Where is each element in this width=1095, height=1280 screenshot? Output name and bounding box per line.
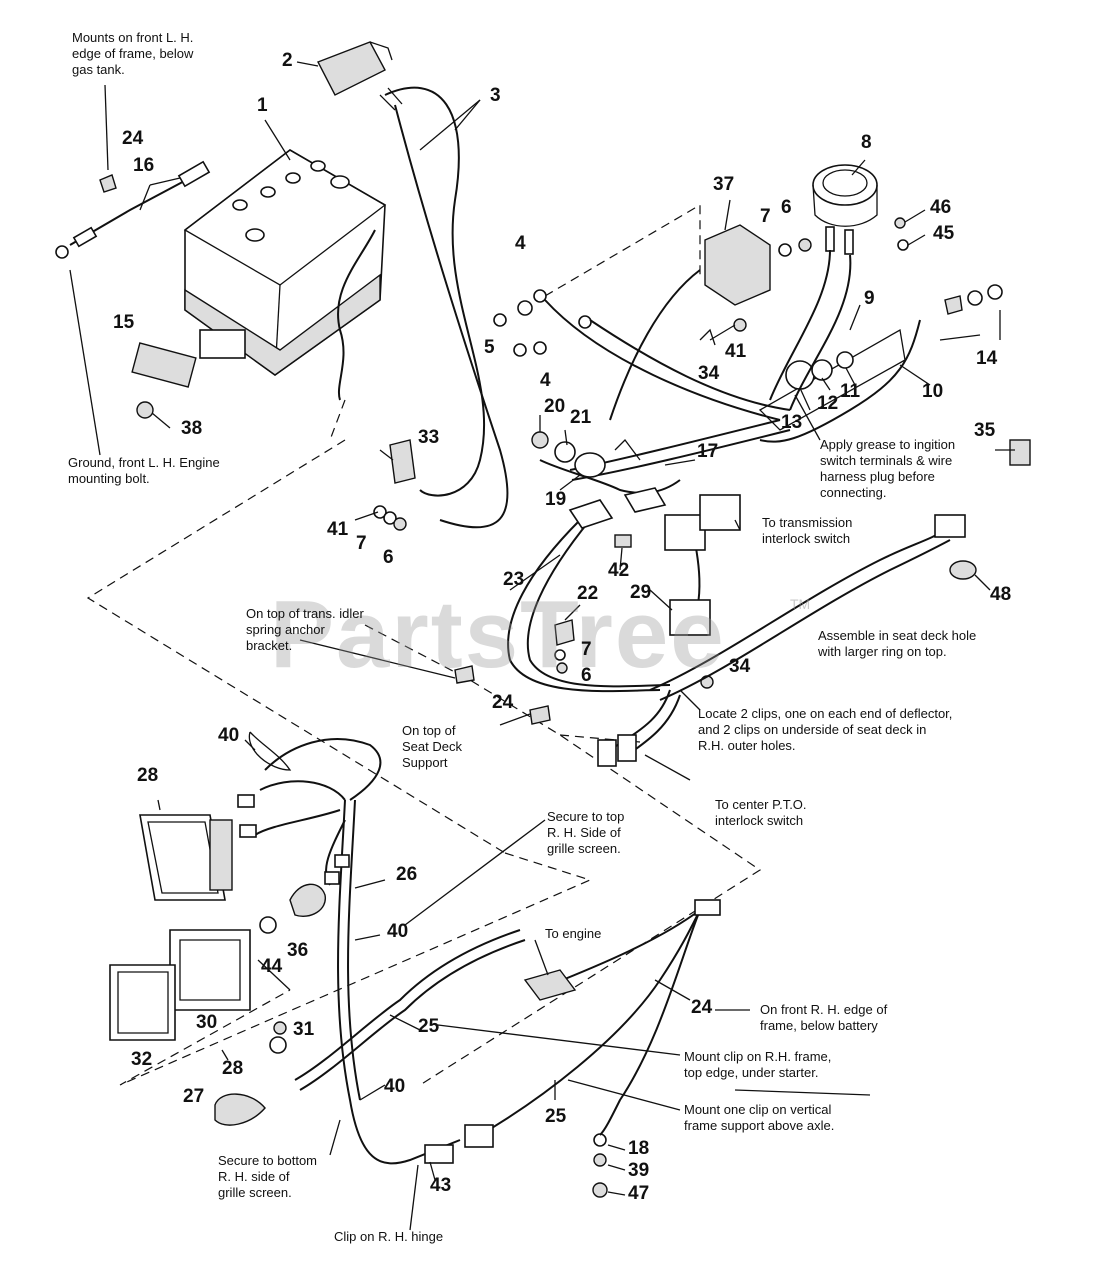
callout-40: 40 [218,725,240,746]
note-seat-deck-hole: Assemble in seat deck hole with larger r… [818,628,977,659]
battery-cable-cover [317,41,393,96]
callout-9: 9 [864,288,875,309]
callout-3: 3 [490,85,501,106]
callout-28: 28 [137,765,159,786]
callout-38: 38 [181,418,203,439]
callout-29: 29 [630,582,652,603]
callout-2: 2 [282,50,293,71]
callout-35: 35 [974,420,996,441]
callout-46: 46 [930,197,952,218]
ground-cable [55,160,211,456]
callout-32: 32 [131,1049,153,1070]
watermark: PartsTree [270,581,726,688]
callout-33: 33 [418,427,440,448]
callout-48: 48 [990,584,1012,605]
callout-12: 12 [817,393,839,414]
callout-1: 1 [257,95,268,116]
callout-17: 17 [697,441,719,462]
callout-24: 24 [691,997,713,1018]
small-hardware [99,174,1031,1198]
callout-43: 43 [430,1175,452,1196]
callout-39: 39 [628,1160,650,1181]
main-wire-harness [507,419,966,767]
callout-30: 30 [196,1012,218,1033]
callout-36: 36 [287,940,309,961]
callout-14: 14 [976,348,998,369]
note-grille-bottom: Secure to bottom R. H. side of grille sc… [218,1153,317,1200]
callout-26: 26 [396,864,418,885]
callout-47: 47 [628,1183,650,1204]
callout-4: 4 [515,233,526,254]
callout-40: 40 [387,921,409,942]
note-seat-deck-support: On top of Seat Deck Support [402,723,462,770]
ignition-switch-panel [544,249,921,443]
callout-6: 6 [581,665,592,686]
callout-18: 18 [628,1138,650,1159]
callout-6: 6 [383,547,394,568]
callout-25: 25 [418,1016,440,1037]
callout-44: 44 [261,956,283,977]
callout-13: 13 [781,412,803,433]
callout-41: 41 [725,341,747,362]
callout-34: 34 [729,656,751,677]
callout-21: 21 [570,407,592,428]
callout-15: 15 [113,312,135,333]
callout-25: 25 [545,1106,567,1127]
note-grease: Apply grease to ingition switch terminal… [820,437,956,500]
callout-24: 24 [492,692,514,713]
callout-22: 22 [577,583,599,604]
note-ground-bolt: Ground, front L. H. Engine mounting bolt… [68,455,220,486]
note-axle-clip: Mount one clip on vertical frame support… [684,1102,835,1133]
note-to-engine: To engine [545,926,602,941]
interlock-switch-37 [704,224,771,306]
note-frame-front: On front R. H. edge of frame, below batt… [760,1002,888,1033]
callout-42: 42 [608,560,630,581]
callout-11: 11 [840,381,861,402]
note-starter-clip: Mount clip on R.H. frame, top edge, unde… [684,1049,832,1080]
callout-7: 7 [581,639,592,660]
callout-4: 4 [540,370,551,391]
watermark-tm: TM [790,596,811,612]
callout-6: 6 [781,197,792,218]
callout-41: 41 [327,519,349,540]
callout-5: 5 [484,337,495,358]
battery-cables [337,86,509,529]
note-trans-switch: To transmission interlock switch [762,515,853,546]
note-hinge-clip: Clip on R. H. hinge [334,1229,444,1244]
battery [183,149,387,376]
callout-23: 23 [503,569,525,590]
callout-28: 28 [222,1058,244,1079]
note-grille-top: Secure to top R. H. Side of grille scree… [547,809,625,856]
callout-31: 31 [293,1019,315,1040]
headlights [109,814,326,1041]
callout-20: 20 [544,396,566,417]
callout-7: 7 [760,206,771,227]
callout-10: 10 [922,381,944,402]
note-battery-ground-clip: Mounts on front L. H. edge of frame, bel… [72,30,194,77]
callout-34: 34 [698,363,720,384]
callout-19: 19 [545,489,567,510]
callout-24: 24 [122,128,144,149]
callout-45: 45 [933,223,955,244]
callout-37: 37 [713,174,735,195]
leader-lines [104,61,1015,1231]
note-deflector-clips: Locate 2 clips, one on each end of defle… [698,706,953,753]
callout-7: 7 [356,533,367,554]
note-idler-bracket: On top of trans. idler spring anchor bra… [246,606,364,653]
callout-27: 27 [183,1086,205,1107]
callout-8: 8 [861,132,872,153]
headlight-harness [237,738,721,1165]
note-pto-switch: To center P.T.O. interlock switch [715,797,807,828]
hour-meter [812,164,878,255]
callout-16: 16 [133,155,155,176]
callout-40: 40 [384,1076,406,1097]
